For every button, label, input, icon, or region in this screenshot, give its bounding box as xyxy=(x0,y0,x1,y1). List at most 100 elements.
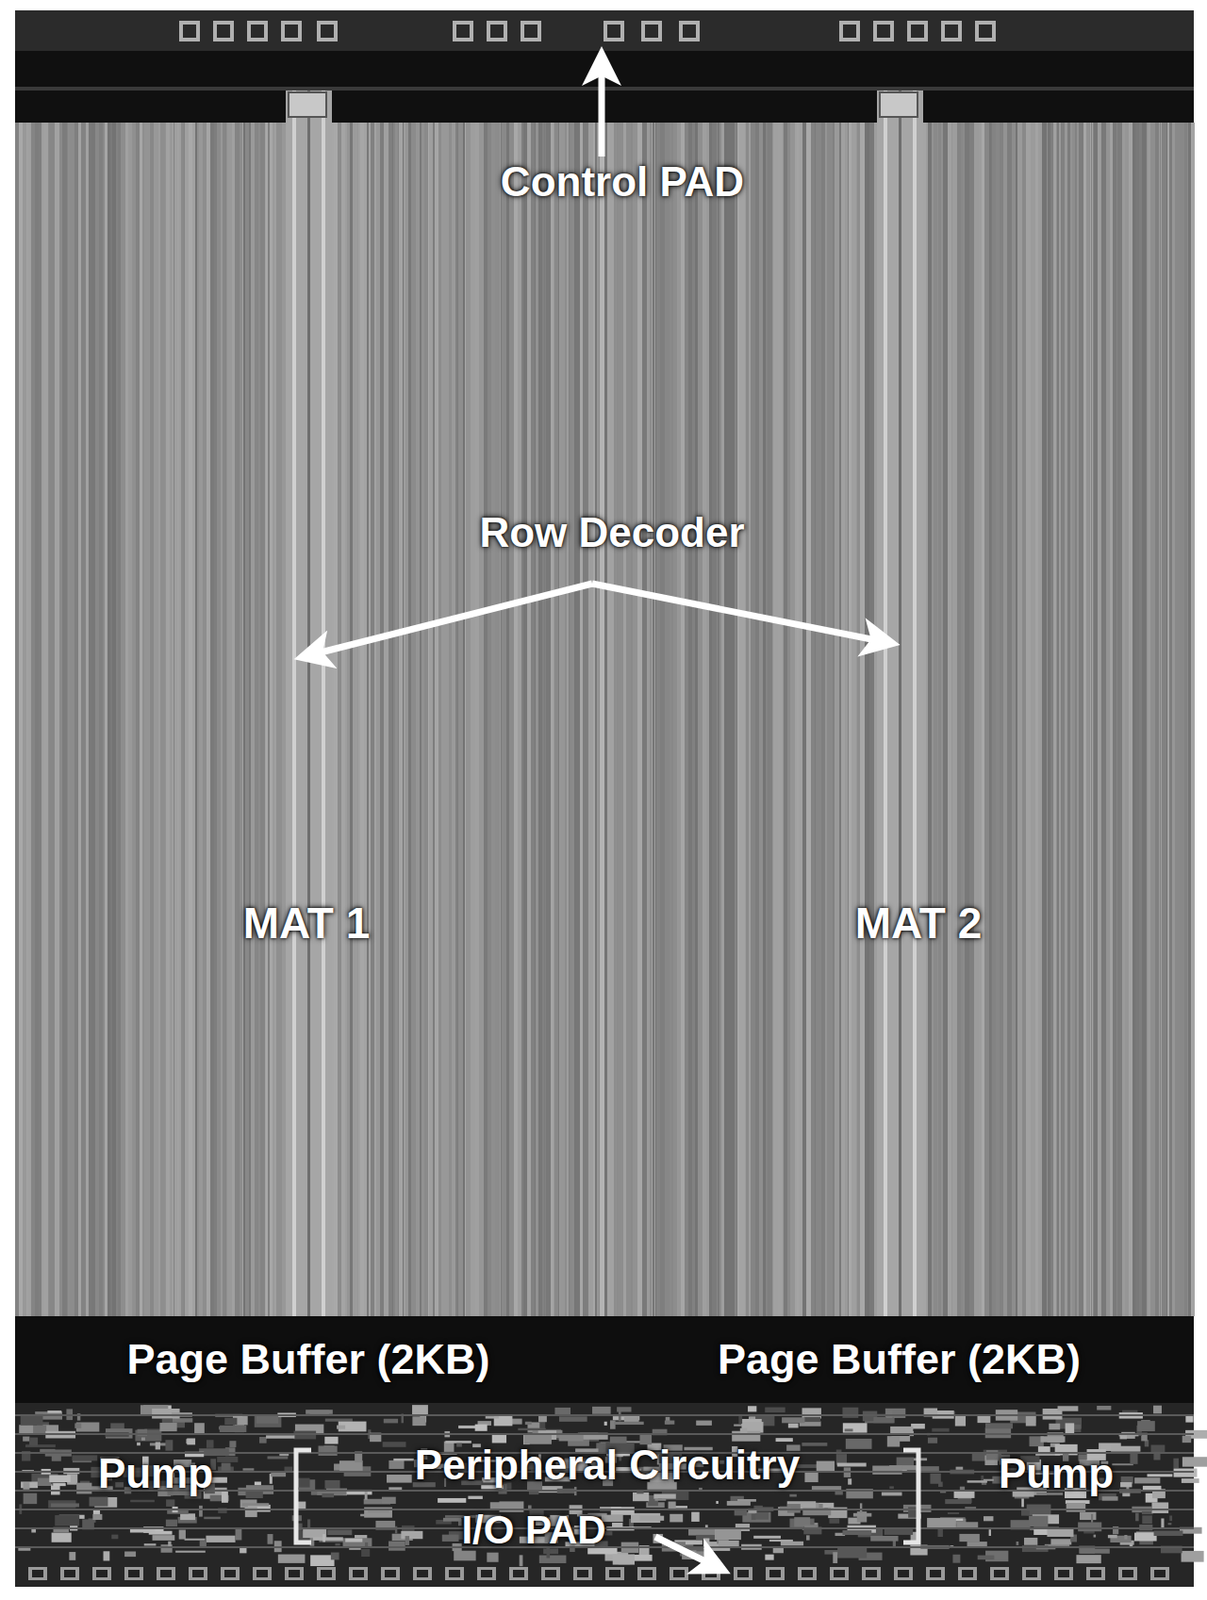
texture-rect xyxy=(479,122,484,1317)
texture-rect xyxy=(560,122,565,1317)
texture-rect xyxy=(523,122,528,1317)
texture-rect xyxy=(51,1450,62,1462)
texture-rect xyxy=(1106,122,1109,1317)
texture-rect xyxy=(702,122,707,1317)
texture-rect xyxy=(188,122,193,1317)
texture-rect xyxy=(149,122,154,1317)
texture-rect xyxy=(156,1567,176,1581)
texture-rect xyxy=(188,1567,208,1581)
texture-rect xyxy=(1173,1468,1198,1477)
texture-rect xyxy=(1079,1512,1096,1521)
texture-rect xyxy=(847,122,849,1317)
texture-rect xyxy=(111,1535,118,1540)
texture-rect xyxy=(252,1567,272,1581)
texture-rect xyxy=(748,1416,756,1420)
texture-rect xyxy=(558,122,560,1317)
texture-rect xyxy=(177,122,180,1317)
texture-rect xyxy=(115,122,118,1317)
row-decoder-column xyxy=(285,90,332,1343)
texture-rect xyxy=(832,1552,838,1564)
texture-rect xyxy=(132,122,136,1317)
texture-rect xyxy=(691,1512,700,1522)
texture-rect xyxy=(528,122,531,1317)
texture-rect xyxy=(18,1424,34,1434)
texture-rect xyxy=(393,122,396,1317)
texture-rect xyxy=(1172,122,1175,1317)
texture-rect xyxy=(1090,1570,1102,1578)
texture-rect xyxy=(26,122,28,1317)
texture-rect xyxy=(1048,1423,1060,1431)
texture-rect xyxy=(395,122,398,1317)
texture-rect xyxy=(958,1567,977,1581)
texture-rect xyxy=(637,122,643,1317)
texture-rect xyxy=(278,1554,306,1564)
texture-rect xyxy=(539,1555,567,1564)
texture-rect xyxy=(644,24,659,38)
texture-rect xyxy=(727,1501,751,1506)
texture-rect xyxy=(18,122,23,1317)
texture-rect xyxy=(833,1570,845,1578)
texture-rect xyxy=(214,122,217,1317)
texture-rect xyxy=(673,1570,685,1578)
texture-rect xyxy=(521,122,524,1317)
texture-rect xyxy=(352,122,358,1317)
texture-rect xyxy=(1112,122,1117,1317)
texture-rect xyxy=(603,20,625,42)
texture-rect xyxy=(1187,122,1189,1317)
texture-rect xyxy=(1101,122,1107,1317)
texture-rect xyxy=(465,122,471,1317)
texture-rect xyxy=(814,122,816,1317)
texture-rect xyxy=(651,122,653,1317)
texture-rect xyxy=(1054,1567,1074,1581)
texture-rect xyxy=(1169,1515,1173,1522)
texture-rect xyxy=(706,122,710,1317)
texture-rect xyxy=(412,1416,426,1426)
texture-rect xyxy=(724,122,728,1317)
texture-rect xyxy=(734,122,737,1317)
texture-rect xyxy=(527,122,529,1317)
texture-rect xyxy=(960,122,963,1317)
texture-rect xyxy=(736,122,738,1317)
texture-rect xyxy=(112,122,116,1317)
texture-rect xyxy=(1086,1567,1106,1581)
texture-rect xyxy=(575,122,580,1317)
texture-rect xyxy=(604,122,608,1317)
texture-rect xyxy=(844,122,848,1317)
texture-rect xyxy=(69,122,75,1317)
texture-rect xyxy=(984,122,990,1317)
texture-rect xyxy=(320,1570,332,1578)
texture-rect xyxy=(34,122,39,1317)
texture-rect xyxy=(216,24,231,38)
texture-rect xyxy=(958,1534,979,1542)
texture-rect xyxy=(668,1502,677,1510)
texture-rect xyxy=(194,1422,205,1434)
texture-rect xyxy=(1153,1405,1162,1415)
texture-rect xyxy=(941,122,943,1317)
texture-rect xyxy=(374,122,377,1317)
texture-rect xyxy=(78,122,82,1317)
texture-rect xyxy=(910,24,925,38)
texture-rect xyxy=(141,1438,146,1441)
region-label: Pump xyxy=(98,1450,214,1499)
texture-rect xyxy=(192,1570,204,1578)
texture-rect xyxy=(448,1570,461,1578)
texture-rect xyxy=(475,122,480,1317)
texture-rect xyxy=(1050,1538,1072,1545)
texture-rect xyxy=(612,1554,635,1565)
texture-rect xyxy=(941,20,962,42)
texture-rect xyxy=(455,122,458,1317)
texture-rect xyxy=(1182,1456,1207,1467)
texture-rect xyxy=(412,1405,429,1415)
texture-rect xyxy=(772,122,774,1317)
texture-rect xyxy=(654,1499,666,1502)
texture-rect xyxy=(229,1440,236,1448)
texture-rect xyxy=(256,1570,268,1578)
texture-rect xyxy=(717,122,720,1317)
texture-rect xyxy=(550,122,554,1317)
texture-rect xyxy=(626,122,631,1317)
texture-rect xyxy=(767,122,773,1317)
texture-rect xyxy=(1141,1511,1154,1515)
texture-rect xyxy=(517,1428,546,1431)
texture-rect xyxy=(816,1461,835,1472)
texture-rect xyxy=(254,1482,262,1487)
